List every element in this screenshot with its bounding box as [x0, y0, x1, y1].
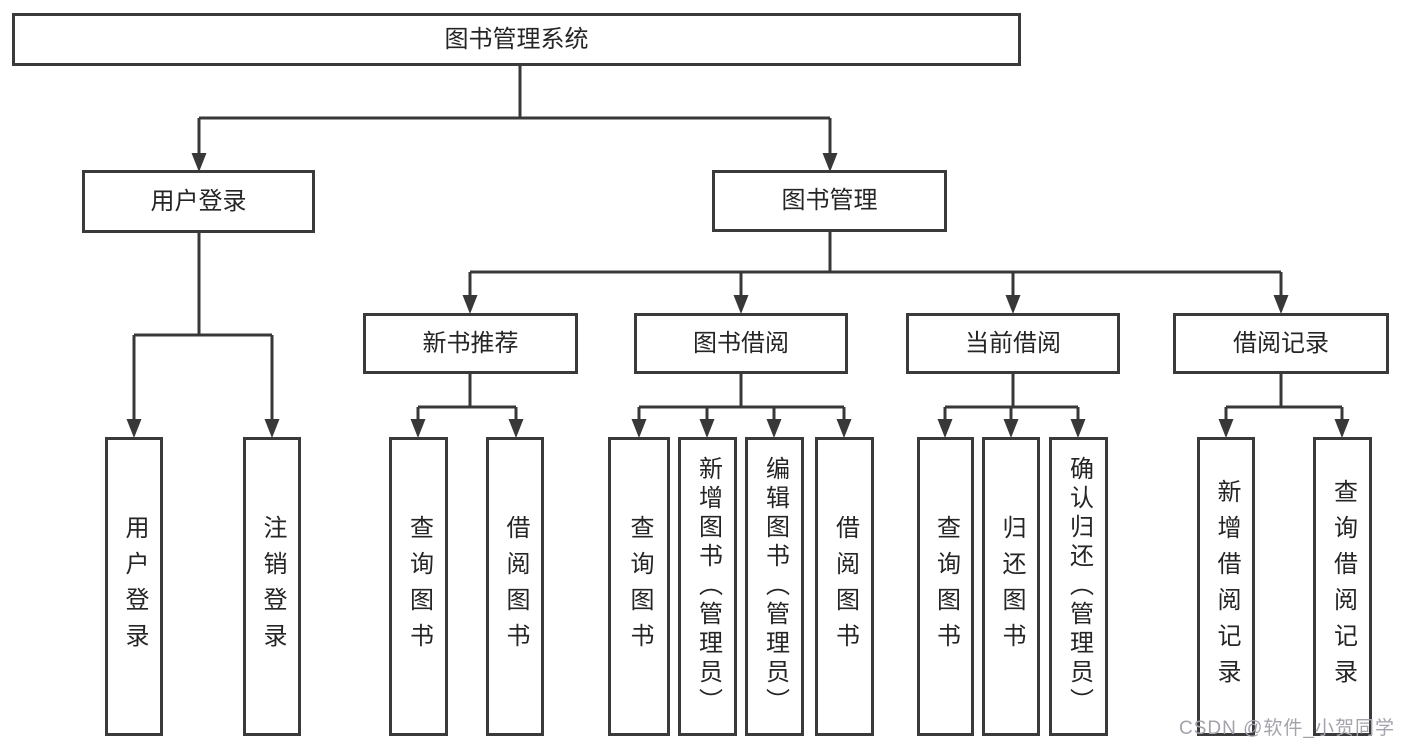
arrow-down-icon — [191, 153, 207, 172]
arrow-down-icon — [836, 419, 852, 438]
arrow-down-icon — [1070, 419, 1086, 438]
arrow-down-icon — [264, 419, 280, 438]
connector-root — [197, 66, 832, 156]
arrow-down-icon — [1334, 419, 1350, 438]
leaf-user-login: 用户登录 — [105, 437, 163, 736]
arrow-down-icon — [1005, 295, 1021, 314]
arrow-down-icon — [937, 419, 953, 438]
leaf-confirm-return-admin: 确认归还（管理员） — [1049, 437, 1108, 736]
connector-user-login — [132, 233, 274, 421]
arrow-down-icon — [1003, 419, 1019, 438]
node-new-book-recommendation: 新书推荐 — [363, 313, 578, 374]
leaf-edit-book-admin: 编辑图书（管理员） — [745, 437, 804, 736]
arrow-down-icon — [126, 419, 142, 438]
arrow-down-icon — [410, 419, 426, 438]
leaf-add-book-admin: 新增图书（管理员） — [678, 437, 737, 736]
connector-new-book-recommendation — [416, 374, 518, 422]
leaf-logout: 注销登录 — [243, 437, 301, 736]
node-user-login: 用户登录 — [82, 170, 315, 233]
connector-book-management — [468, 232, 1283, 298]
node-label: 查询图书 — [626, 514, 653, 659]
node-book-management: 图书管理 — [712, 170, 947, 232]
node-label: 新增图书（管理员） — [694, 456, 722, 717]
connector-borrowing-records — [1224, 374, 1344, 422]
node-label: 确认归还（管理员） — [1065, 456, 1093, 717]
arrowheads — [126, 153, 1350, 438]
arrow-down-icon — [1273, 295, 1289, 314]
leaf-return-books: 归还图书 — [982, 437, 1040, 736]
arrow-down-icon — [699, 419, 715, 438]
leaf-add-borrow-record: 新增借阅记录 — [1197, 437, 1255, 736]
node-label: 借阅图书 — [502, 514, 529, 659]
node-label: 注销登录 — [259, 514, 286, 659]
node-label: 当前借阅 — [965, 329, 1061, 357]
arrow-down-icon — [766, 419, 782, 438]
arrow-down-icon — [822, 153, 838, 172]
node-label: 查询图书 — [932, 514, 960, 659]
connector-book-borrowing — [637, 374, 846, 422]
leaf-borrow-books-2: 借阅图书 — [815, 437, 874, 736]
arrow-down-icon — [462, 295, 478, 314]
node-borrowing-records: 借阅记录 — [1173, 313, 1389, 374]
node-label: 新书推荐 — [422, 329, 519, 357]
node-label: 用户登录 — [121, 514, 148, 659]
node-current-borrowing: 当前借阅 — [906, 313, 1120, 374]
arrow-down-icon — [1218, 419, 1234, 438]
arrow-down-icon — [631, 419, 647, 438]
node-label: 用户登录 — [150, 187, 247, 215]
node-label: 编辑图书（管理员） — [761, 456, 789, 717]
leaf-query-books-3: 查询图书 — [917, 437, 974, 736]
node-label: 查询图书 — [405, 514, 433, 659]
watermark: CSDN @软件_小贺同学 — [1179, 718, 1395, 739]
node-label: 借阅图书 — [831, 514, 859, 659]
node-label: 图书管理 — [781, 187, 878, 214]
node-label: 归还图书 — [998, 514, 1025, 659]
node-label: 图书借阅 — [693, 329, 789, 357]
leaf-query-books-1: 查询图书 — [389, 437, 448, 736]
leaf-query-borrow-record: 查询借阅记录 — [1313, 437, 1372, 736]
node-label: 借阅记录 — [1233, 329, 1329, 357]
leaf-borrow-books-1: 借阅图书 — [486, 437, 544, 736]
node-label: 图书管理系统 — [444, 25, 589, 53]
node-library-management-system: 图书管理系统 — [12, 13, 1021, 66]
node-label: 查询借阅记录 — [1329, 478, 1357, 695]
leaf-query-books-2: 查询图书 — [608, 437, 670, 736]
arrow-down-icon — [508, 419, 524, 438]
arrow-down-icon — [733, 295, 749, 314]
node-label: 新增借阅记录 — [1213, 478, 1240, 695]
node-book-borrowing: 图书借阅 — [634, 313, 848, 374]
connector-current-borrowing — [943, 374, 1080, 422]
